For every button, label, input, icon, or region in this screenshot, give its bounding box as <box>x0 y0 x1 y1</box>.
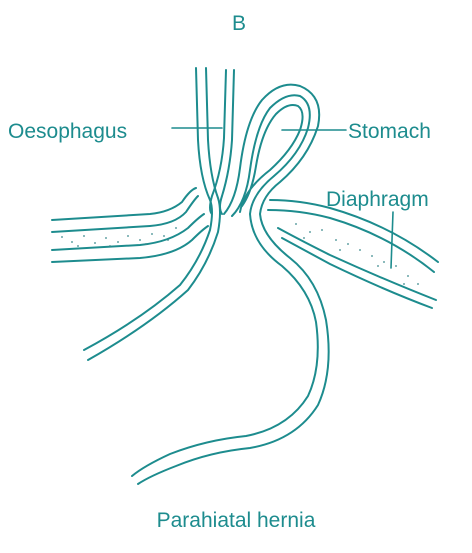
diaphragm-right-crus <box>268 200 438 308</box>
panel-letter: B <box>232 12 246 35</box>
diaphragm-label: Diaphragm <box>326 188 429 211</box>
figure-caption: Parahiatal hernia <box>157 509 316 532</box>
stomach-label: Stomach <box>348 120 431 143</box>
diaphragm-left-crus <box>52 188 208 262</box>
oesophagus <box>84 68 234 360</box>
diaphragm-leader-line <box>391 212 393 268</box>
stomach-herniated-loop <box>132 85 329 484</box>
oesophagus-label: Oesophagus <box>8 120 127 143</box>
diaphragm-stipple <box>61 223 419 285</box>
